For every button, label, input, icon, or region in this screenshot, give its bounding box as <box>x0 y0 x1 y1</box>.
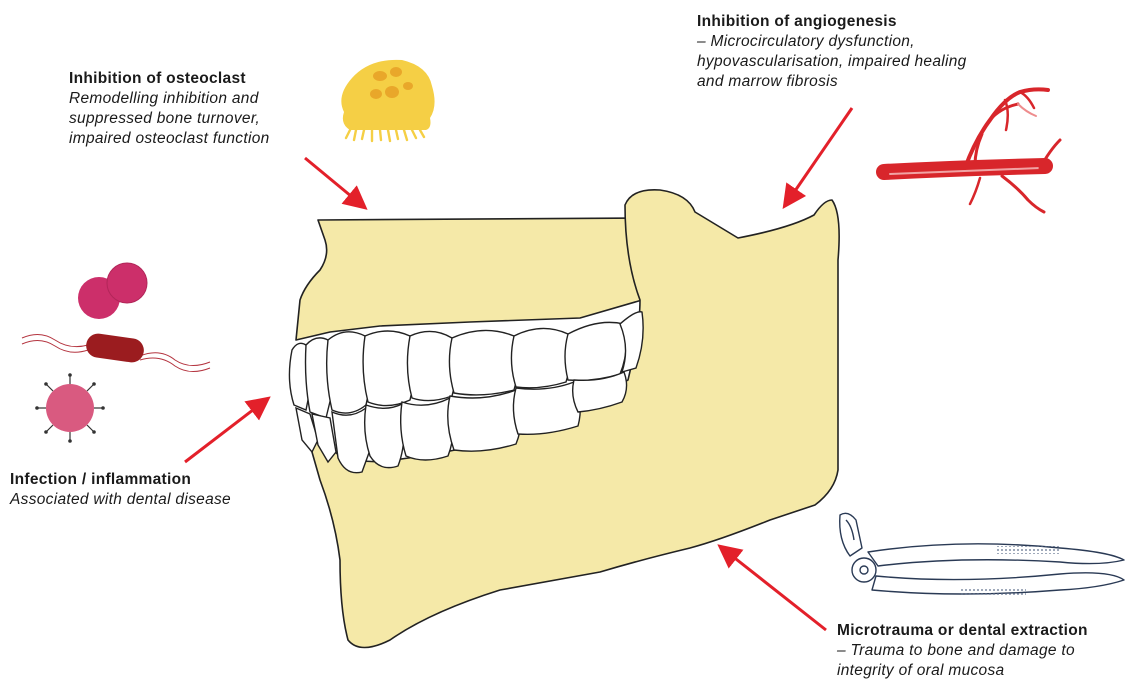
label-title: Microtrauma or dental extraction <box>837 621 1133 641</box>
tooth-lower-5 <box>401 398 454 460</box>
tooth-upper-7 <box>511 328 570 387</box>
label-title: Inhibition of osteoclast <box>69 69 359 89</box>
label-osteoclast-inhibition: Inhibition of osteoclast Remodelling inh… <box>69 69 359 149</box>
blood-vessel-icon <box>884 89 1060 212</box>
tooth-upper-4 <box>363 331 414 406</box>
arrow-angiogenesis <box>786 108 852 204</box>
tooth-upper-8 <box>565 322 626 380</box>
label-description: – Trauma to bone and damage to integrity… <box>837 641 1133 681</box>
maxilla-bone <box>296 218 642 340</box>
label-title: Infection / inflammation <box>10 470 310 490</box>
bacillus-icon <box>22 332 210 371</box>
tooth-lower-4 <box>365 404 405 468</box>
tooth-upper-5 <box>407 331 456 400</box>
label-title: Inhibition of angiogenesis <box>697 12 1077 32</box>
label-description: – Microcirculatory dysfunction, hypovasc… <box>697 32 1077 92</box>
arrow-microtrauma <box>722 548 826 630</box>
label-microtrauma-extraction: Microtrauma or dental extraction – Traum… <box>837 621 1133 681</box>
tooth-upper-6 <box>449 330 518 394</box>
virus-icon <box>35 373 105 443</box>
label-description: Associated with dental disease <box>10 490 310 510</box>
tooth-lower-7 <box>513 382 580 434</box>
tooth-lower-6 <box>448 390 521 451</box>
label-angiogenesis-inhibition: Inhibition of angiogenesis – Microcircul… <box>697 12 1077 92</box>
bacteria-icon <box>78 263 147 319</box>
jaw-illustration <box>289 190 839 648</box>
dental-forceps-icon <box>840 513 1124 595</box>
arrow-osteoclast <box>305 158 363 206</box>
label-infection-inflammation: Infection / inflammation Associated with… <box>10 470 310 510</box>
arrow-infection <box>185 400 266 462</box>
label-description: Remodelling inhibition and suppressed bo… <box>69 89 359 149</box>
